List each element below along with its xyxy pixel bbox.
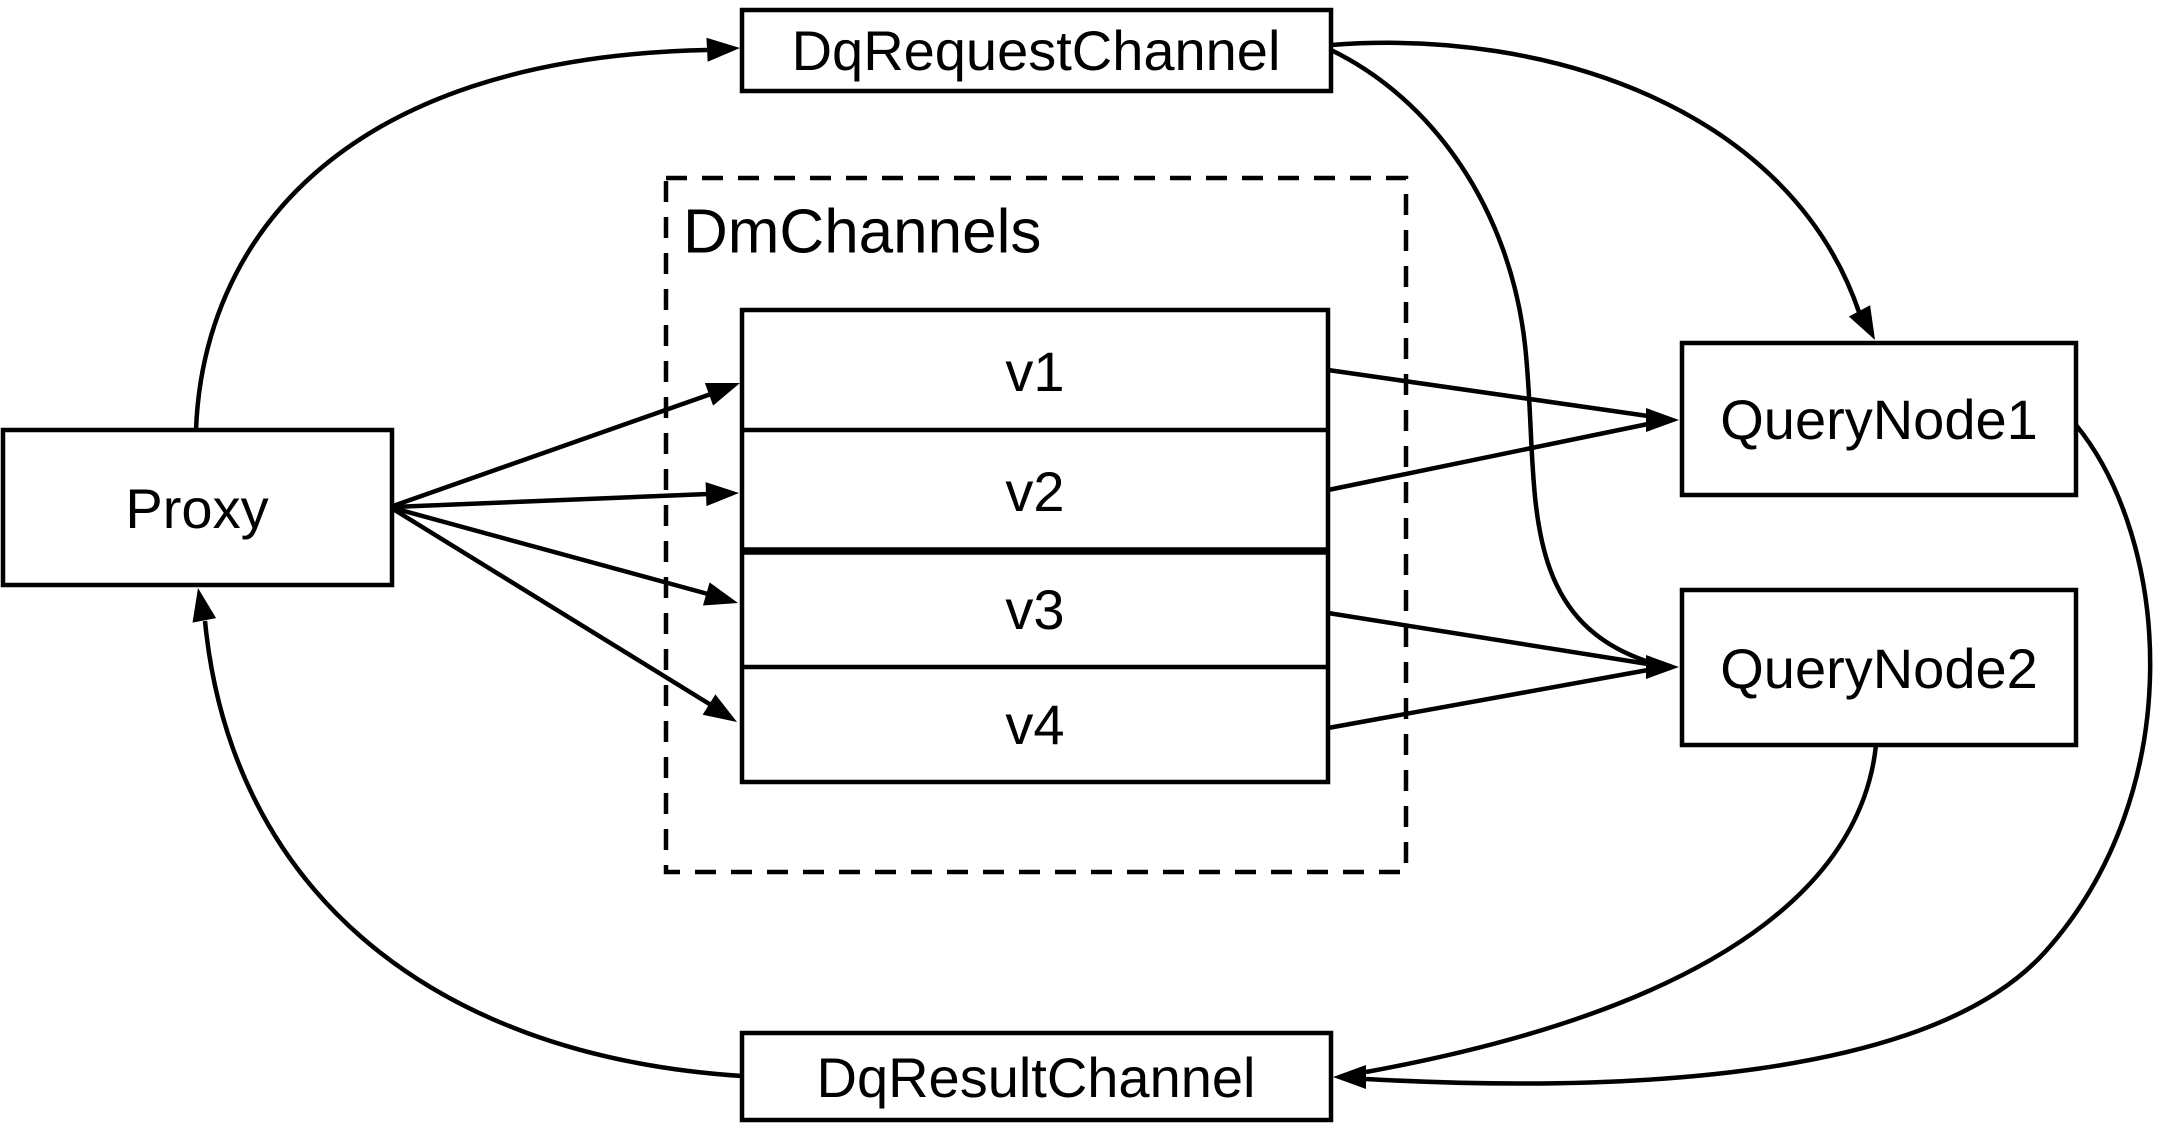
query-node-2-label: QueryNode2 [1720,637,2038,700]
proxy-label: Proxy [125,477,268,540]
query-node-2-node [1679,587,2079,748]
edge-proxy-to-v4 [391,507,713,707]
arrowhead-into-v1 [704,383,740,406]
proxy-node [0,427,395,588]
arrowhead-into-dq-request-channel [706,37,740,62]
edge-query-node-2-to-dq-result-channel [1365,744,1879,1075]
dm-channels-group-label: DmChannels [683,197,1041,266]
dq-result-channel-node [739,1030,1334,1123]
edge-v4-to-query-node-2 [1327,667,1649,731]
edge-proxy-to-v2 [392,491,709,510]
dq-result-channel-label: DqResultChannel [817,1046,1256,1109]
query-node-1-label: QueryNode1 [1720,388,2038,451]
arrowhead-into-proxy [192,588,217,623]
arrowhead-into-query-node-2 [1646,655,1679,679]
arrowhead-into-query-node-1-top [1848,305,1875,340]
channel-table [739,307,1331,785]
channel-row-v3-label: v3 [1005,578,1064,641]
channel-row-v1-label: v1 [1005,340,1064,403]
edge-query-node-1-to-dq-result-channel [1365,423,2153,1086]
edge-v3-to-query-node-2 [1327,610,1649,667]
channel-row-v2-label: v2 [1005,460,1064,523]
edge-v2-to-query-node-1 [1327,421,1649,493]
dq-request-channel-label: DqRequestChannel [792,19,1281,82]
edge-proxy-to-v3 [392,505,709,597]
edge-dq-request-channel-to-query-node-1 [1330,40,1862,313]
dm-channels-group-box [663,175,1409,875]
arrowhead-into-v2 [705,482,739,507]
arrowhead-into-dq-result-channel [1333,1065,1366,1089]
edge-dq-request-channel-to-query-node-2 [1330,47,1647,664]
edge-proxy-to-dq-request-channel [193,47,708,431]
arrowhead-into-query-node-1 [1646,408,1679,432]
dq-request-channel-node [739,7,1334,94]
query-node-1-node [1679,340,2079,498]
channel-row-v4-label: v4 [1005,693,1064,756]
edge-v1-to-query-node-1 [1327,367,1649,419]
arrowhead-into-v4 [702,694,737,722]
edge-proxy-to-v1 [392,391,712,509]
arrowhead-into-v3 [702,582,738,606]
edge-dq-result-channel-to-proxy [202,620,743,1079]
